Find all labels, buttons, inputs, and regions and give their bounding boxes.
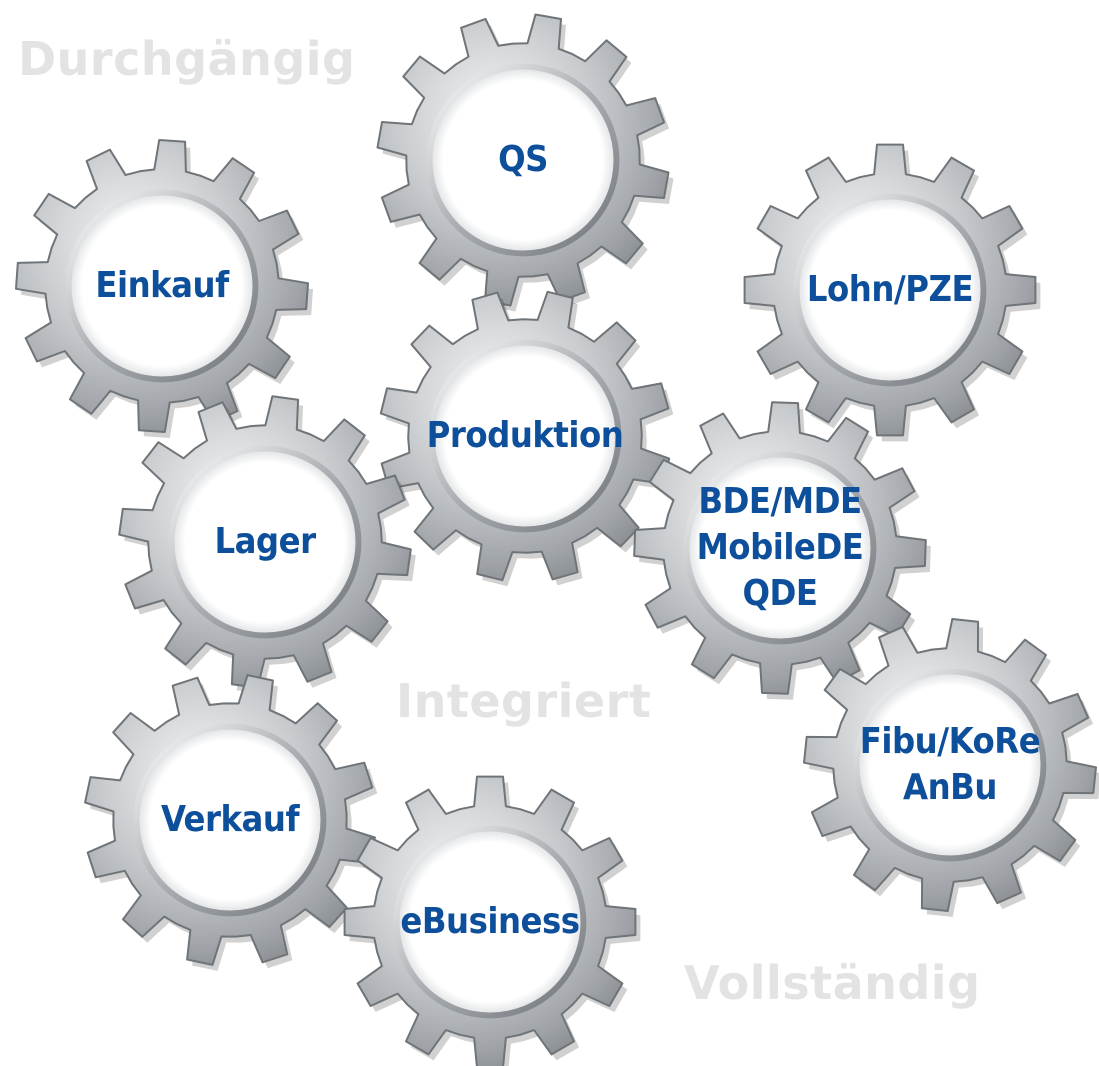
gear-bde (633, 401, 931, 700)
gear-face (432, 69, 614, 251)
watermark-durchgaengig: Durchgängig (18, 32, 356, 86)
gear-einkauf (15, 139, 313, 438)
watermark-vollstaendig: Vollständig (684, 956, 981, 1010)
gear-label-line: eBusiness (400, 901, 580, 942)
gear-fibu (803, 618, 1099, 917)
gear-label-produktion: Produktion (427, 413, 624, 459)
gear-face (434, 345, 616, 527)
gear-label-line: MobileDE (696, 527, 864, 568)
gear-label-line: QS (498, 139, 548, 180)
gear-label-lager: Lager (214, 519, 316, 565)
gear-label-line: Verkauf (160, 799, 300, 840)
gear-face (859, 674, 1041, 856)
gear-label-line: Fibu/KoRe (859, 721, 1041, 762)
gear-face (689, 457, 871, 639)
gear-produktion (379, 290, 675, 587)
gear-label-line: Produktion (426, 415, 624, 456)
gear-lohn (743, 143, 1041, 442)
gear-label-line: AnBu (903, 767, 997, 808)
gear-label-ebusiness: eBusiness (400, 899, 580, 945)
gear-label-line: BDE/MDE (698, 481, 862, 522)
gear-lager (118, 395, 416, 694)
gear-label-bde: BDE/MDE MobileDE QDE (697, 479, 864, 617)
gear-label-verkauf: Verkauf (160, 797, 300, 843)
gear-label-einkauf: Einkauf (95, 263, 229, 309)
gear-face (174, 451, 356, 633)
gear-label-lohn: Lohn/PZE (806, 267, 974, 313)
gear-face (71, 195, 253, 377)
gear-label-line: Lohn/PZE (806, 269, 974, 310)
gear-face (799, 199, 981, 381)
gear-label-line: Lager (214, 521, 316, 562)
watermark-integriert: Integriert (396, 674, 652, 728)
gear-label-line: QDE (742, 573, 818, 614)
gear-face (399, 831, 581, 1013)
gear-ebusiness (343, 775, 641, 1066)
gear-qs (376, 13, 674, 312)
gear-label-line: Einkauf (95, 265, 229, 306)
gear-face (139, 729, 321, 911)
gear-label-qs: QS (498, 137, 548, 183)
gear-verkauf (84, 674, 380, 971)
